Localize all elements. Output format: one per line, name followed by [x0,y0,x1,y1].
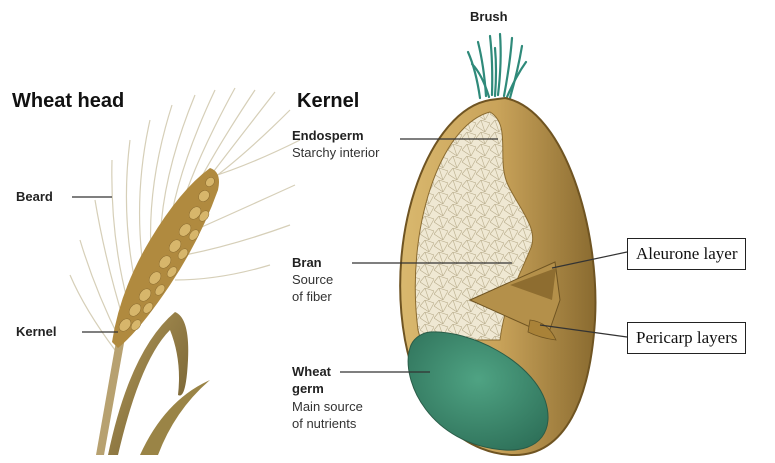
lower-leaf [140,380,210,455]
pericarp-layers-label: Pericarp layers [627,322,746,354]
endosperm-desc: Starchy interior [292,145,379,160]
brush-label: Brush [470,9,508,24]
kernel-heading: Kernel [297,90,359,113]
wheat-head-illustration [70,88,300,455]
germ-desc-line1: Main source [292,399,363,414]
aleurone-layer-label: Aleurone layer [627,238,746,270]
bran-desc-line2: of fiber [292,289,332,304]
germ-desc-line2: of nutrients [292,416,356,431]
bran-desc-line1: Source [292,272,333,287]
endosperm-label: Endosperm [292,128,364,143]
wheat-head-heading: Wheat head [12,90,124,113]
germ-label-line2: germ [292,381,324,396]
beard-label: Beard [16,189,53,204]
kernel-illustration [400,34,595,455]
kernel-head-label: Kernel [16,324,56,339]
bran-label: Bran [292,255,322,270]
brush-hairs [468,34,526,98]
germ-label-line1: Wheat [292,364,331,379]
